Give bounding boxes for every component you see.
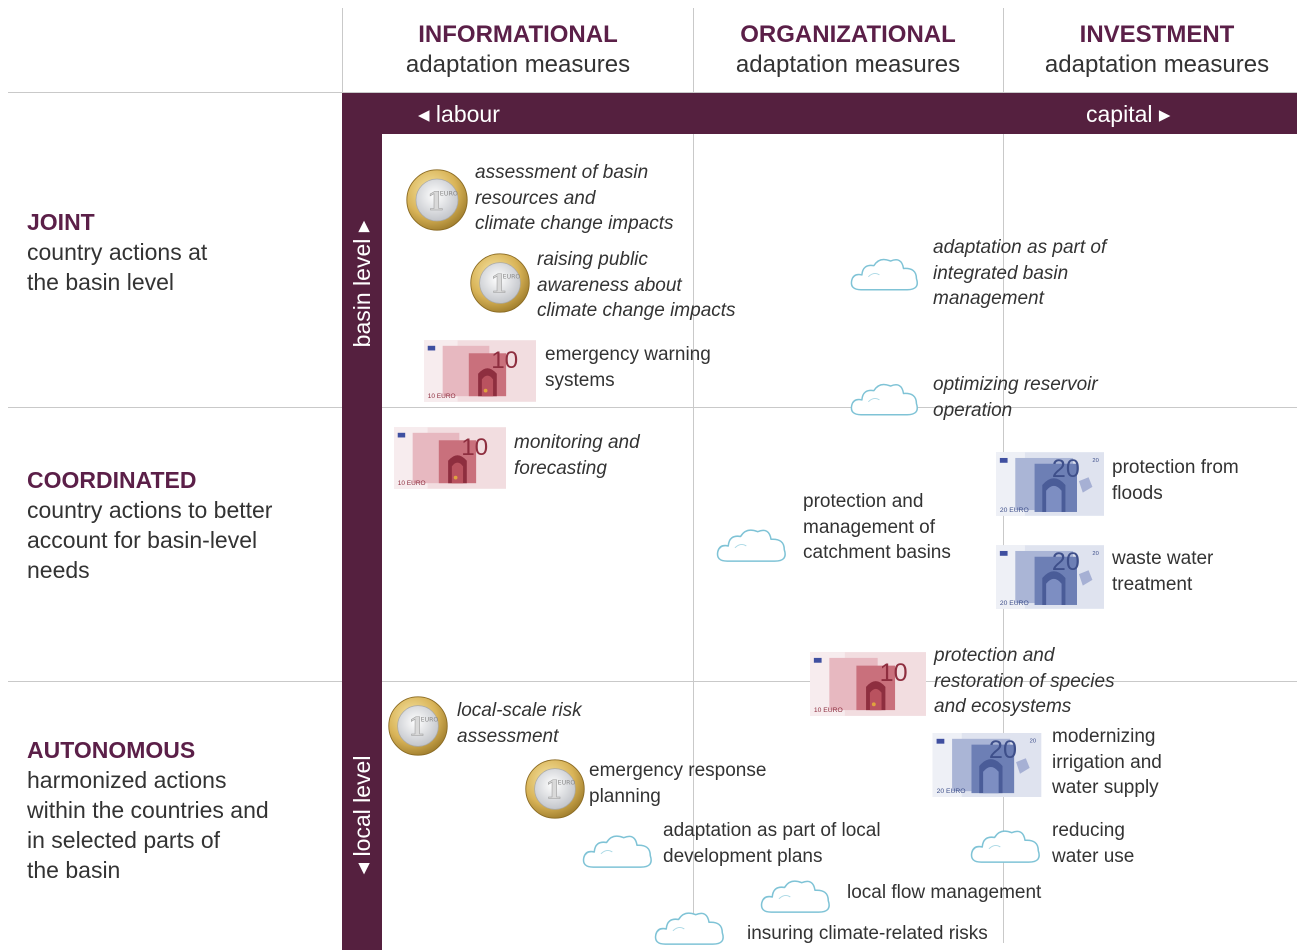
grid-line-left	[342, 8, 343, 92]
cloud-icon	[580, 828, 656, 874]
row-title: COORDINATED	[27, 467, 197, 493]
cloud-icon	[848, 377, 922, 421]
banknote-10-euro-icon	[810, 652, 926, 716]
cloud-icon	[652, 906, 728, 950]
measure-label: assessment of basin resources and climat…	[475, 162, 674, 234]
measure-label: protection and restoration of species an…	[934, 645, 1115, 717]
grid-line-col1	[693, 8, 694, 943]
banknote-10-euro-icon	[394, 427, 506, 489]
measure-label: local flow management	[847, 882, 1042, 903]
grid-line-header	[8, 92, 1297, 93]
cloud-icon	[758, 874, 834, 918]
column-title: INVESTMENT	[1079, 21, 1235, 48]
row-description: harmonized actions within the countries …	[27, 767, 269, 883]
row-header-coordinated: COORDINATED country actions to better ac…	[27, 465, 272, 585]
axis-label-capital: capital ▸	[1086, 101, 1171, 127]
coin-1-euro-icon	[405, 168, 469, 232]
axis-label-local-level: ◂ local level	[349, 755, 375, 875]
grid-line-row2	[8, 681, 1297, 682]
measure-label: optimizing reservoir operation	[933, 374, 1098, 421]
column-title: ORGANIZATIONAL	[740, 21, 956, 48]
measure-label: local-scale risk assessment	[457, 700, 582, 747]
row-description: country actions at the basin level	[27, 239, 208, 295]
row-title: JOINT	[27, 209, 95, 235]
coin-1-euro-icon	[469, 252, 531, 314]
measure-label: waste water treatment	[1112, 548, 1214, 595]
banknote-20-euro-icon	[996, 452, 1104, 516]
cloud-icon	[848, 252, 922, 296]
coin-1-euro-icon	[524, 758, 586, 820]
vertical-axis-bar	[342, 93, 382, 950]
column-subtitle: adaptation measures	[405, 51, 631, 78]
banknote-20-euro-icon	[996, 545, 1104, 609]
measure-label: adaptation as part of local development …	[663, 820, 881, 867]
measure-label: insuring climate-related risks	[747, 923, 988, 944]
column-title: INFORMATIONAL	[418, 21, 618, 48]
measure-label: protection and management of catchment b…	[803, 491, 951, 563]
row-header-autonomous: AUTONOMOUS harmonized actions within the…	[27, 735, 269, 885]
measure-label: reducing water use	[1052, 820, 1135, 867]
cloud-icon	[968, 823, 1044, 869]
measure-label: adaptation as part of integrated basin m…	[933, 237, 1107, 309]
axis-label-basin-level: basin level ▸	[349, 220, 375, 348]
measure-label: modernizing irrigation and water supply	[1052, 726, 1162, 798]
measure-label: emergency response planning	[589, 760, 767, 807]
column-subtitle: adaptation measures	[1044, 51, 1270, 78]
banknote-10-euro-icon	[424, 340, 536, 402]
column-header-informational: INFORMATIONAL adaptation measures	[344, 20, 692, 80]
axis-label-labour: ◂ labour	[418, 101, 500, 127]
measure-label: raising public awareness about climate c…	[537, 249, 736, 321]
coin-1-euro-icon	[387, 695, 449, 757]
measure-label: emergency warning systems	[545, 344, 711, 391]
measure-label: monitoring and forecasting	[514, 432, 640, 479]
grid-line-row1	[8, 407, 1297, 408]
measure-label: protection from floods	[1112, 457, 1239, 504]
row-title: AUTONOMOUS	[27, 737, 196, 763]
column-subtitle: adaptation measures	[735, 51, 961, 78]
cloud-icon	[714, 522, 790, 568]
row-header-joint: JOINT country actions at the basin level	[27, 207, 207, 297]
column-header-investment: INVESTMENT adaptation measures	[1004, 20, 1297, 80]
horizontal-axis-bar	[342, 93, 1297, 134]
banknote-20-euro-icon	[930, 733, 1044, 797]
column-header-organizational: ORGANIZATIONAL adaptation measures	[694, 20, 1002, 80]
row-description: country actions to better account for ba…	[27, 497, 273, 583]
